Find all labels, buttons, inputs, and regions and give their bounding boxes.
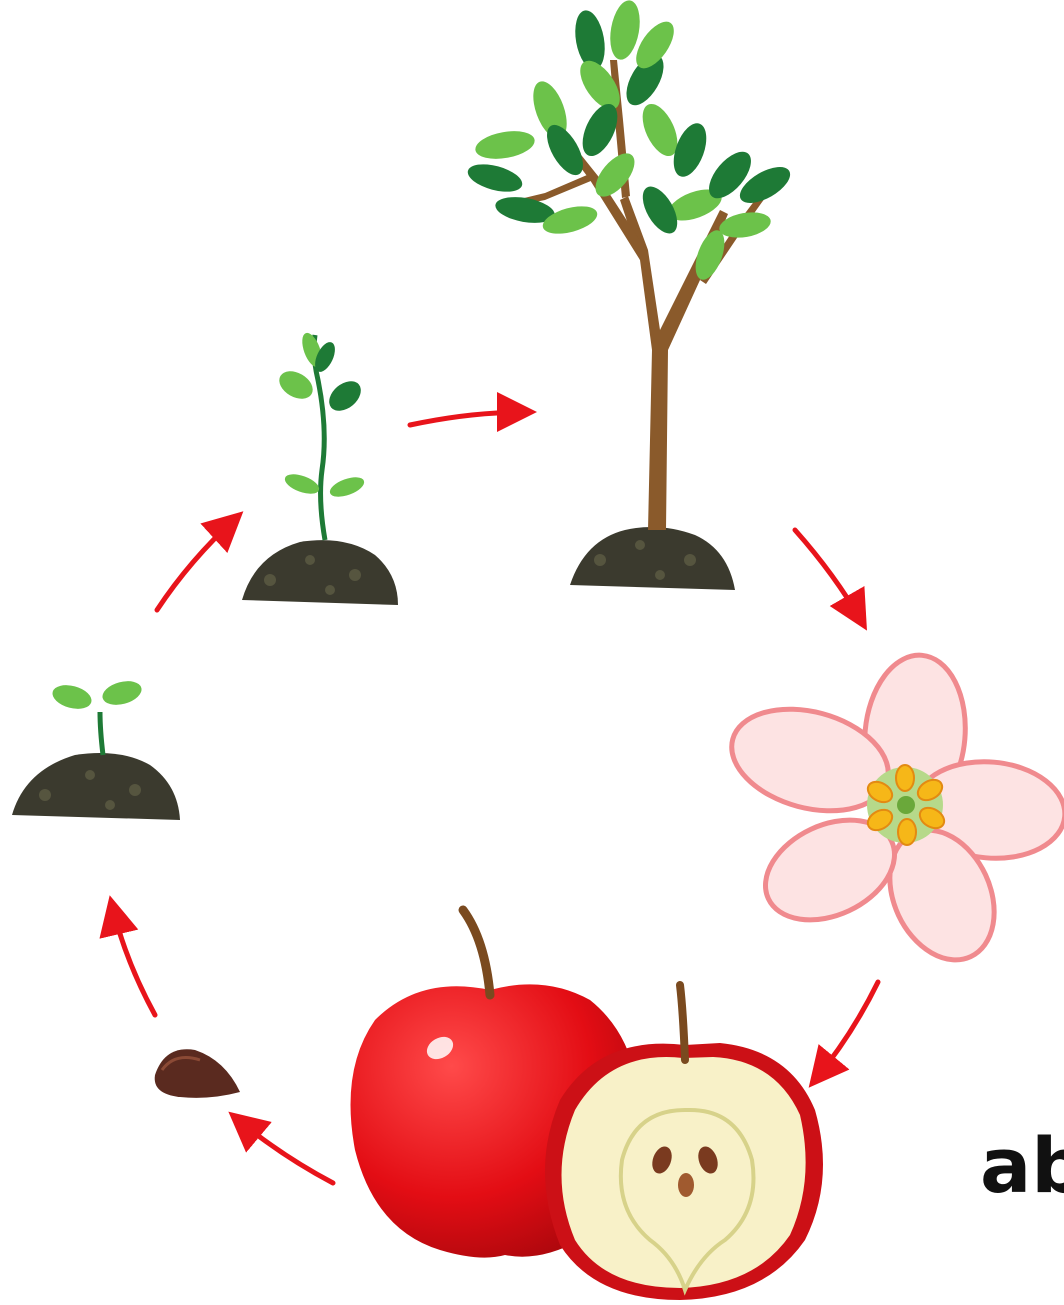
arrow-seed-to-sprout [112,905,155,1015]
arrow-seedling-to-tree [410,412,527,425]
arrow-sprout-to-seedling [157,518,236,610]
arrow-flower-to-apple [815,982,878,1080]
tree-icon [465,0,796,590]
apple-icon [351,910,824,1300]
corner-label-text: ab [980,1128,1064,1204]
seed-icon [155,1049,240,1098]
arrow-apple-to-seed [236,1118,333,1183]
arrow-tree-to-flower [795,530,862,622]
sprout-icon [12,677,180,820]
flower-icon [720,651,1064,977]
seedling-icon [242,330,398,605]
